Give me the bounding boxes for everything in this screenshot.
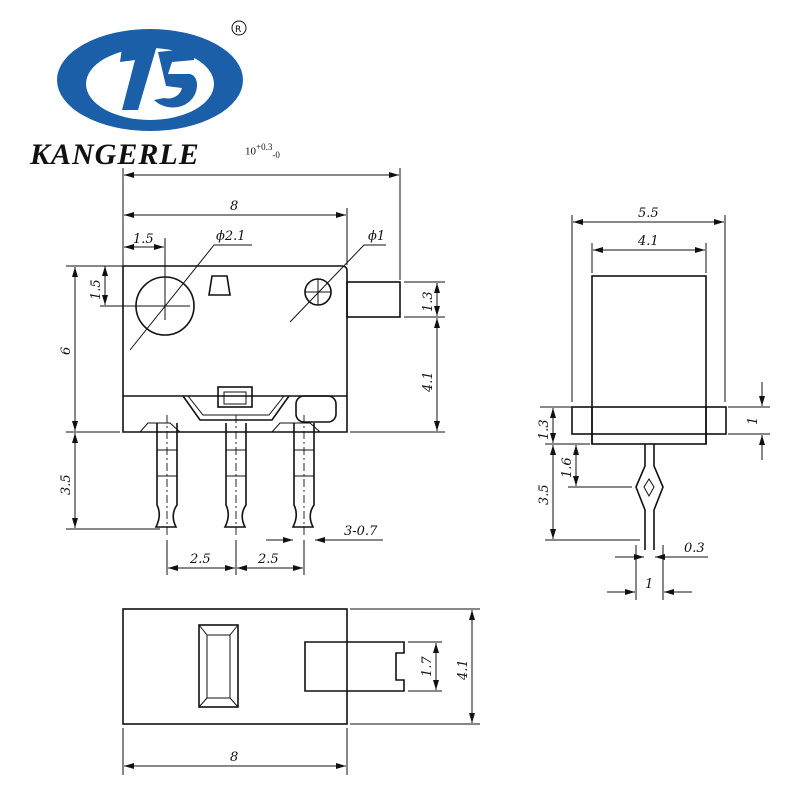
- dim-actuator-width: 1.7: [420, 656, 435, 677]
- tolerance-label: 10+0.3-0: [245, 142, 280, 160]
- tolerance-lower: -0: [272, 149, 280, 160]
- dim-actuator-height: 1.3: [421, 291, 436, 312]
- dim-big-hole: ϕ2.1: [216, 229, 246, 244]
- dim-hole-offset-y: 1.5: [89, 279, 104, 300]
- dim-side-pin-length: 3.5: [537, 484, 552, 505]
- tolerance-upper: +0.3: [256, 142, 273, 152]
- dim-height: 6: [59, 347, 74, 355]
- side-view: 5.5 4.1 1.3 1 1.6 3.5: [537, 206, 770, 600]
- dim-top-height: 4.1: [456, 659, 471, 681]
- brand-name: KANGERLE: [30, 138, 200, 171]
- pins: [154, 415, 315, 535]
- dim-actuator-to-base: 4.1: [421, 371, 436, 393]
- registered-mark-icon: R: [231, 20, 247, 36]
- dim-flange-thick: 1: [746, 417, 761, 425]
- top-view: 1.7 4.1 8: [122, 608, 480, 775]
- dim-top-width: 8: [230, 750, 238, 765]
- dim-small-hole: ϕ1: [368, 229, 385, 244]
- dim-flange-height: 1.3: [537, 419, 552, 440]
- dim-side-width: 5.5: [638, 206, 659, 221]
- dim-pin-pitch-2: 2.5: [257, 552, 279, 567]
- dim-pin-thick: 0.3: [684, 541, 705, 556]
- tolerance-nominal: 10: [245, 145, 256, 158]
- dim-pin-width: 3-0.7: [344, 524, 378, 539]
- front-view: 8 1.5 ϕ2.1 ϕ1 1.5: [59, 168, 445, 575]
- kangerle-logo-icon: [57, 29, 243, 131]
- dim-pin-span: 1: [645, 577, 653, 592]
- dim-pin-kink: 1.6: [560, 457, 575, 478]
- dim-body-width: 8: [230, 199, 238, 214]
- dim-pin-pitch-1: 2.5: [189, 552, 211, 567]
- dim-hole-offset-x: 1.5: [133, 232, 154, 247]
- dim-side-body: 4.1: [637, 234, 659, 249]
- dim-pin-length: 3.5: [59, 474, 74, 495]
- svg-text:R: R: [235, 25, 241, 35]
